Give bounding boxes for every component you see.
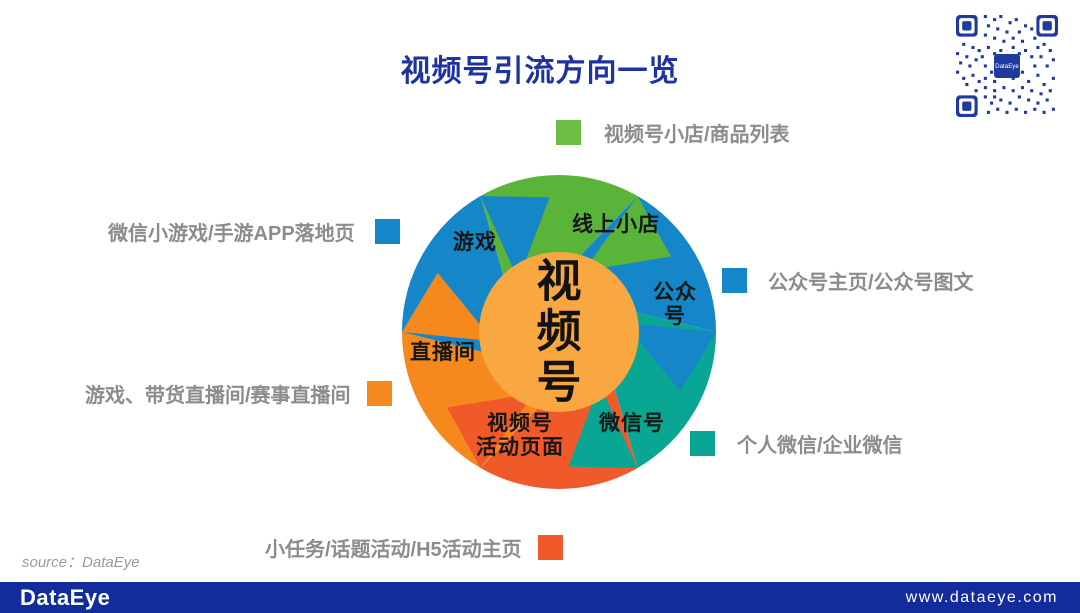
legend-item-personal-wechat: 个人微信/企业微信 [690, 429, 903, 458]
legend-item-official-account: 公众号主页/公众号图文 [722, 266, 974, 295]
page-title: 视频号引流方向一览 [400, 55, 680, 88]
segment-arrowheads [401, 196, 717, 468]
dataeye-logo: DataEye [20, 584, 111, 610]
hub-circle [479, 252, 639, 412]
legend-label: 微信小游戏/手游APP落地页 [108, 223, 355, 245]
legend-item-shop: 视频号小店/商品列表 [556, 118, 790, 147]
legend-label: 小任务/话题活动/H5活动主页 [265, 539, 522, 561]
legend-label: 个人微信/企业微信 [737, 435, 903, 457]
qr-finder-top-right [1036, 15, 1058, 37]
segment-label-wechat-id: 微信号 [599, 411, 665, 435]
legend-item-live-room: 游戏、带货直播间/赛事直播间 [85, 379, 392, 408]
segment-label-activity-page: 视频号 活动页面 [476, 411, 564, 459]
legend-swatch-orange [366, 381, 392, 406]
legend-swatch-blue [374, 219, 400, 244]
footer-bar: DataEye www.dataeye.com [0, 582, 1080, 613]
legend-label: 游戏、带货直播间/赛事直播间 [85, 385, 351, 407]
legend-swatch-blue [722, 268, 747, 293]
qr-code: DataEye [956, 14, 1058, 118]
segment-label-online-shop: 线上小店 [572, 212, 660, 236]
legend-item-minigame: 微信小游戏/手游APP落地页 [108, 217, 400, 246]
legend-swatch-red [537, 535, 563, 560]
legend-swatch-teal [690, 431, 715, 456]
footer-url: www.dataeye.com [905, 588, 1058, 606]
segment-label-live-room: 直播间 [410, 340, 476, 364]
legend-label: 公众号主页/公众号图文 [768, 272, 974, 294]
qr-finder-top-left [956, 15, 978, 37]
source-note: source：DataEye [22, 554, 140, 571]
pinwheel-icon [401, 174, 717, 490]
cycle-diagram: 线上小店 公众号 微信号 视频号 活动页面 直播间 游戏 视 频 号 [399, 172, 719, 492]
hub-label: 视 频 号 [536, 255, 582, 408]
segment-label-game: 游戏 [453, 230, 497, 254]
qr-center-chip [994, 53, 1020, 79]
qr-code-icon: DataEye [956, 15, 1058, 117]
legend-swatch-green [556, 120, 581, 145]
qr-chip-label: DataEye [995, 63, 1019, 70]
legend-item-activity: 小任务/话题活动/H5活动主页 [265, 533, 563, 562]
legend-label: 视频号小店/商品列表 [604, 124, 790, 146]
segment-label-official-account: 公众号 [653, 280, 697, 328]
qr-finder-bottom-left [956, 95, 978, 117]
